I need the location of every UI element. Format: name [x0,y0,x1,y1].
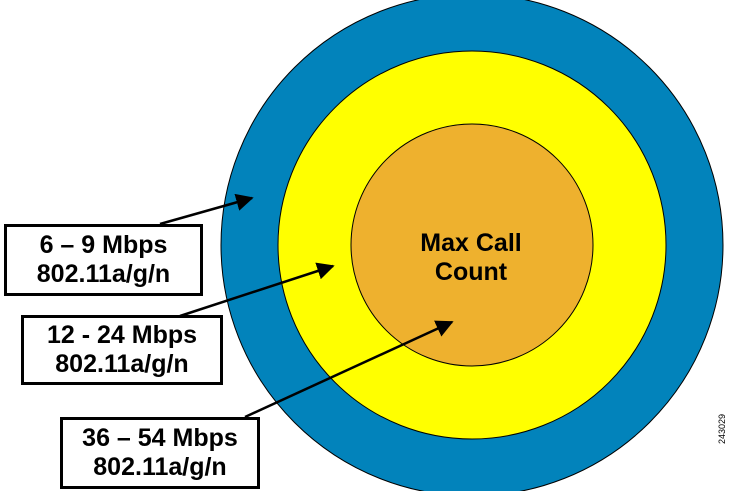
arrow-middle [179,262,335,318]
figure-id: 243029 [717,413,727,444]
label-box-inner-circle: 36 – 54 Mbps 802.11a/g/n [60,417,260,489]
middle-ring-rate: 12 - 24 Mbps [46,321,198,349]
arrow-outer [159,193,254,226]
center-label: Max Call Count [360,229,582,287]
inner-circle-rate: 36 – 54 Mbps [82,424,238,452]
outer-ring-rate: 6 – 9 Mbps [39,231,168,259]
inner-circle-standard: 802.11a/g/n [93,453,227,481]
inner-circle [350,123,594,367]
center-label-line1: Max Call [420,229,522,257]
label-box-middle-ring: 12 - 24 Mbps 802.11a/g/n [21,315,223,385]
center-label-line2: Count [434,258,508,286]
arrow-inner [244,320,454,419]
label-box-outer-ring: 6 – 9 Mbps 802.11a/g/n [4,224,203,296]
outer-ring-standard: 802.11a/g/n [36,260,171,288]
middle-ring-standard: 802.11a/g/n [55,350,189,378]
